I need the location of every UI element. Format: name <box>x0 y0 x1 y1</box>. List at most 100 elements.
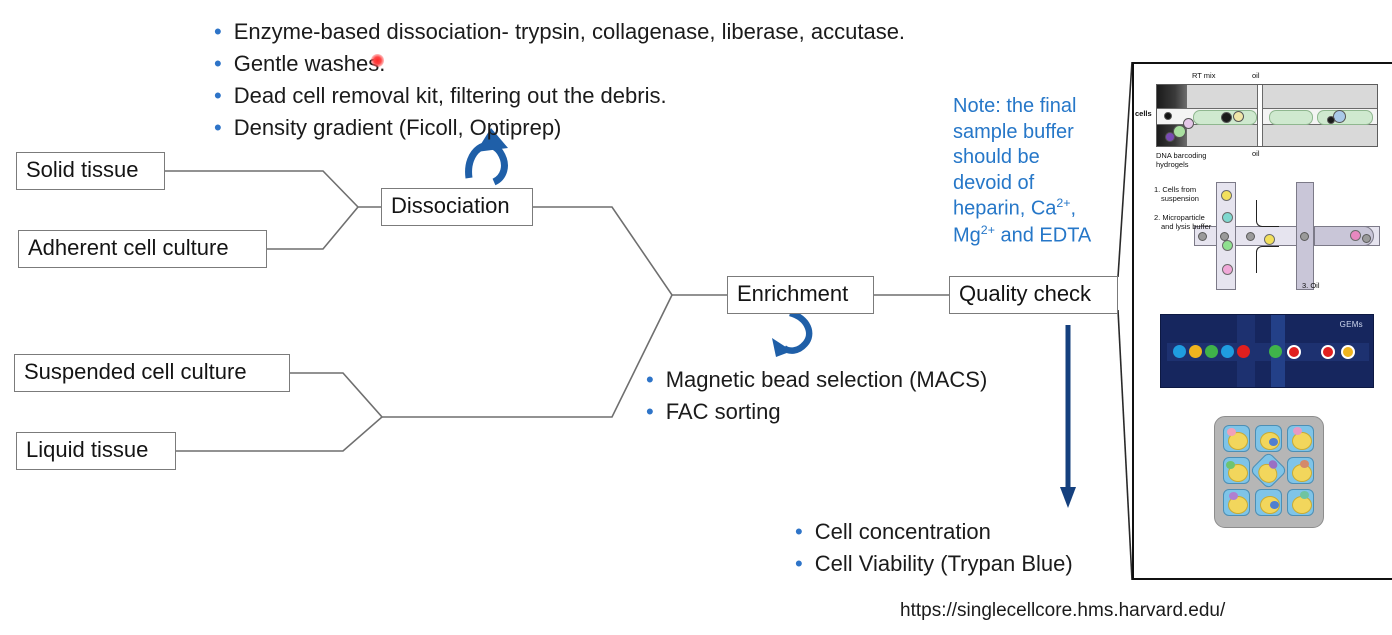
gem-droplet <box>1189 345 1202 358</box>
gem-droplet <box>1269 345 1282 358</box>
list-item: • Cell Viability (Trypan Blue) <box>795 548 1073 580</box>
hydrogel-bead-icon <box>1165 132 1175 142</box>
flow-box-solid-tissue[interactable]: Solid tissue <box>16 152 165 190</box>
bead-icon <box>1221 112 1232 123</box>
cell-blob <box>1270 501 1279 509</box>
bullet-icon: • <box>214 114 222 140</box>
gems-channel-horizontal <box>1167 343 1369 361</box>
microparticle-bead <box>1300 232 1309 241</box>
note-line: sample buffer <box>953 120 1074 143</box>
label-oil-top: oil <box>1252 71 1260 80</box>
cell-blob <box>1229 492 1238 500</box>
list-item: • Magnetic bead selection (MACS) <box>646 364 987 396</box>
microfluidics-illustration-panel: RT mix oil oil cells DNA barcoding hydro… <box>1132 62 1392 580</box>
single-cell-grid-diagram <box>1214 416 1324 528</box>
label-line: 1. Cells from <box>1154 185 1197 194</box>
label-cells: cells <box>1135 109 1152 118</box>
bead-icon <box>1333 110 1346 123</box>
flow-box-dissociation[interactable]: Dissociation <box>381 188 533 226</box>
list-item-text: Cell concentration <box>814 519 991 544</box>
label-step-2: 2. Microparticle and lysis buffer <box>1154 213 1212 231</box>
list-item-text: Dead cell removal kit, filtering out the… <box>233 82 667 108</box>
flow-box-liquid-tissue[interactable]: Liquid tissue <box>16 432 176 470</box>
flow-box-adherent-cell-culture[interactable]: Adherent cell culture <box>18 230 267 268</box>
flow-box-quality-check[interactable]: Quality check <box>949 276 1118 314</box>
flow-box-label: Enrichment <box>737 281 849 306</box>
cell-nucleus <box>1228 496 1248 514</box>
bullet-icon: • <box>795 519 803 544</box>
gridded-cell <box>1287 425 1314 452</box>
bead-icon <box>1327 116 1335 124</box>
quality-metrics-list: • Cell concentration • Cell Viability (T… <box>795 516 1073 580</box>
note-line: heparin, Ca2+, <box>953 196 1103 222</box>
microparticle-bead <box>1220 232 1229 241</box>
note-text: heparin, Ca <box>953 198 1057 221</box>
note-line: devoid of <box>953 171 1035 194</box>
list-item: • Gentle washes. <box>214 48 905 80</box>
list-item-text: FAC sorting <box>665 398 781 424</box>
quality-check-down-arrow <box>1060 325 1076 508</box>
label-rt-mix: RT mix <box>1192 71 1216 80</box>
gridded-cell <box>1287 489 1314 516</box>
list-item: • Dead cell removal kit, filtering out t… <box>214 80 905 112</box>
gridded-cell-rotated <box>1249 451 1288 490</box>
enrichment-curved-arrow <box>772 309 813 357</box>
list-item: • Cell concentration <box>795 516 1073 548</box>
label-oil-bottom: oil <box>1252 149 1260 158</box>
list-item-text: Cell Viability (Trypan Blue) <box>814 550 1073 576</box>
gem-droplet <box>1237 345 1250 358</box>
bullet-icon: • <box>795 550 803 576</box>
flow-arrow-bottom <box>1256 246 1279 273</box>
label-line: hydrogels <box>1156 159 1189 169</box>
gridded-cell <box>1287 457 1314 484</box>
aqueous-slug <box>1269 110 1313 125</box>
laser-pointer-dot <box>371 54 384 67</box>
hydrogel-bead-icon <box>1173 125 1186 138</box>
cell-particle <box>1222 212 1233 223</box>
flow-box-label: Suspended cell culture <box>24 359 247 384</box>
flow-box-label: Solid tissue <box>26 157 139 182</box>
cell-blob <box>1300 460 1309 468</box>
flow-box-label: Liquid tissue <box>26 437 149 462</box>
label-step-1: 1. Cells from suspension <box>1154 185 1199 203</box>
microparticle-bead <box>1362 234 1371 243</box>
bullet-icon: • <box>646 367 654 392</box>
note-text: Mg <box>953 224 981 247</box>
note-line: Note: the final <box>953 95 1077 117</box>
bead-icon <box>1233 111 1244 122</box>
bullet-icon: • <box>214 50 222 76</box>
cell-nucleus <box>1228 432 1248 450</box>
list-item-text: Gentle washes. <box>233 50 386 76</box>
gridded-cell <box>1223 489 1250 516</box>
microparticle-bead <box>1198 232 1207 241</box>
label-line: and lysis buffer <box>1161 221 1212 231</box>
flow-box-label: Dissociation <box>391 193 510 218</box>
note-superscript: 2+ <box>1056 196 1071 211</box>
note-line: Mg2+ and EDTA <box>953 223 1103 249</box>
flow-box-suspended-cell-culture[interactable]: Suspended cell culture <box>14 354 290 392</box>
note-text: , <box>1070 198 1077 221</box>
cell-blob <box>1293 427 1302 435</box>
note-line: should be <box>953 146 1040 169</box>
bullet-icon: • <box>214 19 222 44</box>
bullet-icon: • <box>646 398 654 424</box>
oil-junction <box>1257 85 1263 146</box>
cell-particle <box>1350 230 1361 241</box>
flow-box-enrichment[interactable]: Enrichment <box>727 276 874 314</box>
cell-nucleus <box>1228 464 1248 482</box>
cell-dot-icon <box>1164 112 1172 120</box>
bullet-icon: • <box>214 82 222 108</box>
list-item: • Enzyme-based dissociation- trypsin, co… <box>214 16 905 48</box>
label-step-3: 3. Oil <box>1302 281 1320 290</box>
flow-box-label: Quality check <box>959 281 1092 306</box>
label-line: 2. Microparticle <box>1154 213 1205 222</box>
cell-particle <box>1221 190 1232 201</box>
cell-blob <box>1300 491 1309 499</box>
cell-blob <box>1227 428 1236 436</box>
cell-blob <box>1226 461 1235 469</box>
source-url[interactable]: https://singlecellcore.hms.harvard.edu/ <box>900 600 1225 622</box>
gem-droplet-encapsulated <box>1287 345 1301 359</box>
source-url-text: https://singlecellcore.hms.harvard.edu/ <box>900 600 1226 621</box>
list-item-text: Enzyme-based dissociation- trypsin, coll… <box>233 19 906 44</box>
